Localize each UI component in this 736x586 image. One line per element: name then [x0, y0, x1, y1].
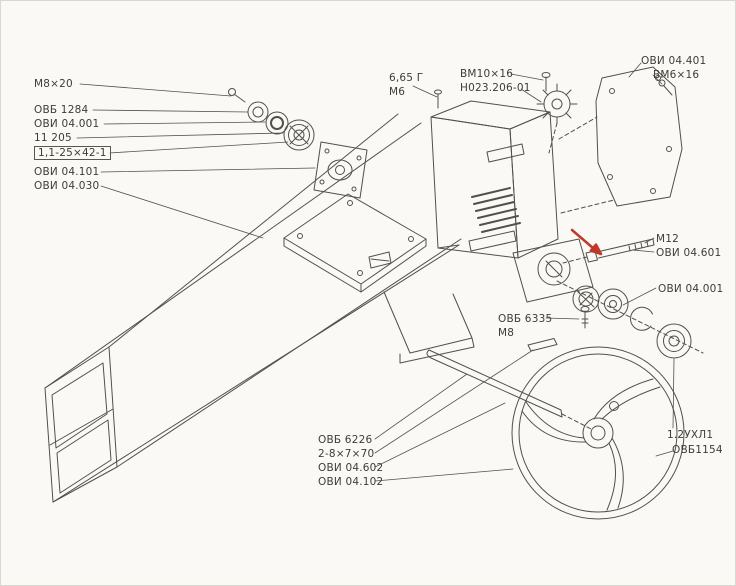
- drive-shaft: [426, 338, 594, 431]
- stud-ovb6335: [580, 306, 590, 329]
- part-label-665g: 6,65 Г: [389, 72, 424, 84]
- part-label-n023206: Н023.206-01: [460, 82, 531, 94]
- bolt-bm6x16: [658, 79, 673, 96]
- part-label-ovi04001-right: ОВИ 04.001: [658, 283, 724, 295]
- part-label-ovi04101: ОВИ 04.101: [34, 166, 100, 178]
- flange-plate: [313, 141, 368, 199]
- part-label-ovb6226: ОВБ 6226: [318, 434, 373, 446]
- gearbox-flange: [512, 238, 594, 303]
- wheel-hub: [582, 417, 614, 449]
- part-label-key-2x8x7x70: 2-8×7×70: [318, 448, 375, 460]
- washer-ovb1284: [247, 101, 269, 123]
- auger-tube: [44, 113, 462, 503]
- part-label-m12: М12: [656, 233, 680, 245]
- louver-vents: [471, 187, 521, 233]
- cover-plate: [548, 66, 683, 214]
- part-label-m6: М6: [389, 86, 406, 98]
- part-label-ovi04030: ОВИ 04.030: [34, 180, 100, 192]
- shaft-key: [527, 338, 558, 352]
- sprocket: [536, 83, 578, 125]
- bolt-bm10x16: [541, 72, 551, 92]
- ball-bearing-11205: [283, 119, 315, 151]
- part-label-11205: 11 205: [34, 132, 72, 144]
- seal-ring: [265, 111, 289, 135]
- part-label-vm10x16: ВМ10×16: [460, 68, 514, 80]
- part-label-ovi04401: ОВИ 04.401: [641, 55, 707, 67]
- part-label-ovi04601: ОВИ 04.601: [656, 247, 722, 259]
- red-pointer-arrow: [570, 228, 603, 256]
- handwheel: [511, 346, 685, 520]
- bolt-m8x20: [228, 88, 236, 96]
- gear-housing: [430, 100, 559, 259]
- part-label-climate-12uhl1: 1.2УХЛ1: [667, 429, 714, 441]
- part-label-ovi04102: ОВИ 04.102: [318, 476, 384, 488]
- part-label-ovb1284: ОВБ 1284: [34, 104, 89, 116]
- part-label-bearing-size: 1,1-25×42-1: [34, 146, 111, 160]
- flange-bearing-parts: [228, 88, 368, 199]
- leader-lines: [76, 62, 675, 482]
- part-label-vm6x16: ВМ6×16: [653, 69, 700, 81]
- part-label-ovi04602: ОВИ 04.602: [318, 462, 384, 474]
- part-label-ovb1154: ОВБ1154: [672, 444, 723, 456]
- snap-ring: [630, 306, 653, 331]
- mounting-plate: [283, 193, 427, 293]
- bearing-set: [556, 280, 704, 359]
- part-label-m8: М8: [498, 327, 515, 339]
- wheel-spokes: [521, 378, 661, 511]
- bearing-housing: [656, 323, 692, 359]
- screw-m6: [434, 89, 442, 109]
- part-label-ovi04001-left: ОВИ 04.001: [34, 118, 100, 130]
- part-label-ovb6335: ОВБ 6335: [498, 313, 553, 325]
- support-bracket: [383, 291, 475, 364]
- part-label-m8x20: М8×20: [34, 78, 73, 90]
